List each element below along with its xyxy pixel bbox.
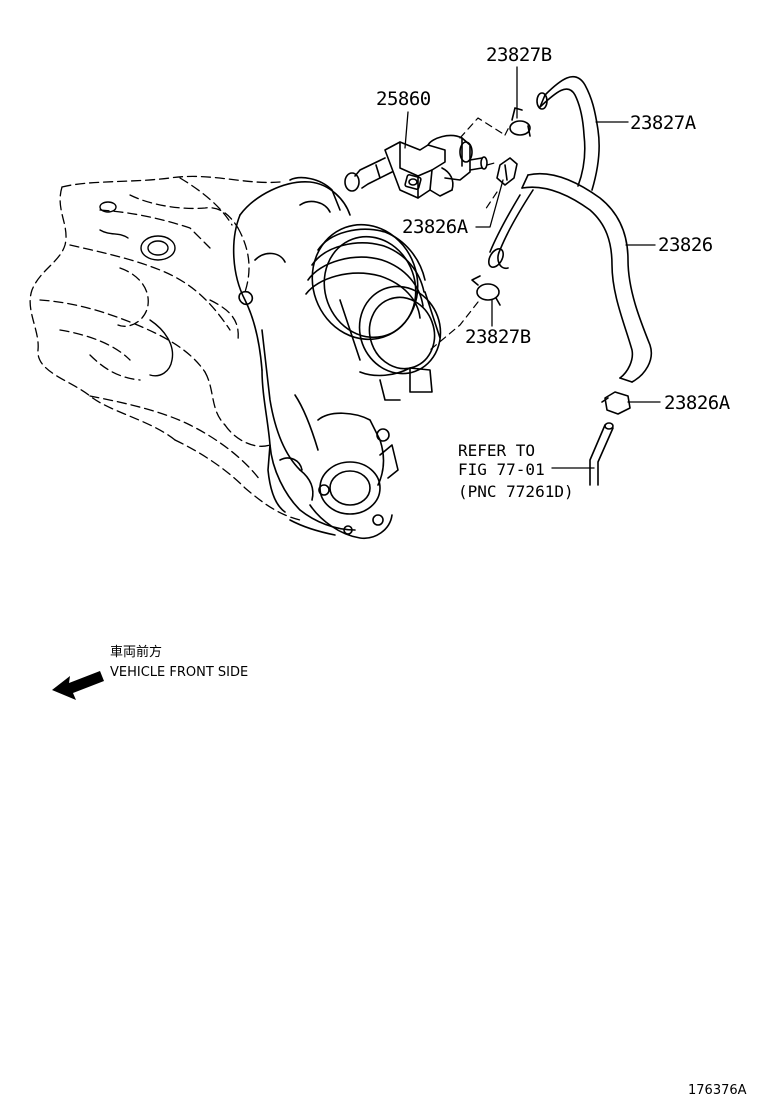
refer-text-line1: REFER TO	[458, 441, 536, 460]
part-label-23826a-upper: 23826A	[402, 216, 468, 238]
vehicle-front-label-en: VEHICLE FRONT SIDE	[110, 665, 249, 680]
refer-text-line2: FIG 77-01	[458, 460, 545, 479]
assembly-guide-lines	[429, 117, 511, 351]
left-arrow-icon	[52, 671, 104, 700]
part-label-23826: 23826	[658, 234, 713, 256]
clamp-23827b-top	[509, 107, 531, 137]
hose-23826-drawing	[487, 173, 652, 383]
part-label-23827a: 23827A	[630, 112, 696, 134]
part-label-25860: 25860	[376, 88, 431, 110]
clamp-23826a-upper	[496, 157, 518, 186]
figure-id: 176376A	[688, 1083, 747, 1098]
leader-lines	[404, 66, 661, 469]
engine-block-outline	[29, 175, 301, 521]
vehicle-front-label-jp: 車両前方	[110, 645, 163, 660]
throttle-body-drawing	[232, 176, 442, 540]
part-label-23827b-top: 23827B	[486, 44, 552, 66]
clamp-23826a-lower	[601, 391, 631, 415]
part-label-23826a-lower: 23826A	[664, 392, 730, 414]
engine-port-outline	[99, 201, 176, 377]
vsv-valve-drawing	[344, 134, 488, 199]
lower-pipe-drawing	[589, 422, 614, 486]
part-label-23827b-lower: 23827B	[465, 326, 531, 348]
hose-23827a-drawing	[536, 75, 600, 191]
clamp-23827b-lower	[471, 275, 501, 306]
refer-text-line3: (PNC 77261D)	[458, 482, 574, 501]
